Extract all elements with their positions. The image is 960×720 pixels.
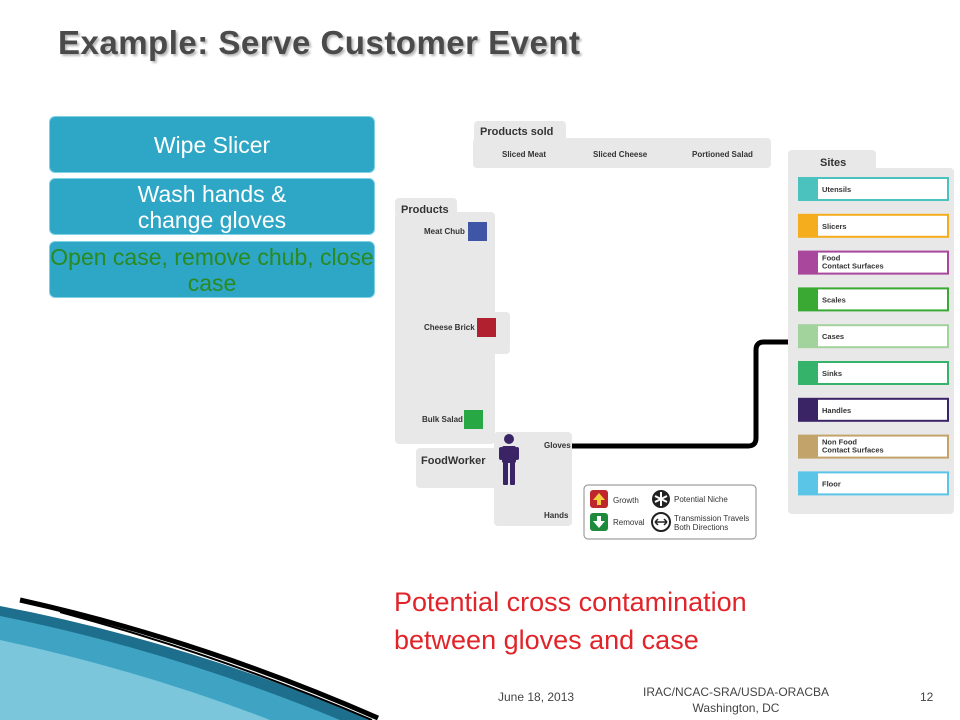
site-swatch: [799, 435, 818, 458]
product-label: Cheese Brick: [424, 323, 475, 332]
hands-label: Hands: [544, 511, 569, 520]
site-swatch: [799, 398, 818, 421]
site-swatch: [799, 178, 818, 200]
site-label: Floor: [822, 479, 841, 488]
legend-niche-label: Potential Niche: [674, 495, 728, 504]
step-wipe-slicer: Wipe Slicer: [49, 116, 375, 173]
site-item: Utensils: [798, 177, 949, 201]
slide-title: Example: Serve Customer Event: [58, 24, 581, 61]
sold-item-label: Sliced Cheese: [593, 150, 648, 159]
footer-date: June 18, 2013: [498, 690, 575, 704]
site-label: Sinks: [822, 369, 842, 378]
slide-number: 12: [920, 690, 934, 704]
caption: Potential cross contamination between gl…: [394, 583, 747, 659]
caption-line-2: between gloves and case: [394, 625, 699, 655]
site-label: Utensils: [822, 185, 851, 194]
foodworker-panel: FoodWorker Gloves Hands: [416, 432, 572, 526]
sold-item-label: Sliced Meat: [502, 150, 546, 159]
bulk-salad-swatch: [464, 410, 483, 429]
site-swatch: [799, 214, 818, 237]
site-swatch: [799, 288, 818, 311]
step-open-case: Open case, remove chub, close case: [49, 241, 375, 298]
site-item: Scales: [798, 287, 949, 312]
site-label: Handles: [822, 406, 851, 415]
products-panel: Products Meat Chub Cheese Brick Bulk Sal…: [395, 198, 510, 444]
site-item: Cases: [798, 324, 949, 349]
site-swatch: [799, 472, 818, 495]
sold-item-label: Portioned Salad: [692, 150, 753, 159]
site-label: Scales: [822, 295, 846, 304]
product-label: Meat Chub: [424, 227, 465, 236]
site-item: Sinks: [798, 361, 949, 385]
site-item: Floor: [798, 471, 949, 496]
legend-growth-label: Growth: [613, 496, 639, 505]
legend-removal-label: Removal: [613, 518, 645, 527]
potential-niche-icon: [652, 490, 670, 508]
site-label: Slicers: [822, 222, 847, 231]
products-sold-title: Products sold: [480, 126, 553, 138]
step-label: Wash hands & change gloves: [137, 180, 287, 233]
meat-chub-swatch: [468, 222, 487, 241]
cheese-brick-swatch: [477, 318, 496, 337]
site-item: Slicers: [798, 213, 949, 238]
step-label: Open case, remove chub, close case: [50, 243, 374, 296]
footer-organization: IRAC/NCAC-SRA/USDA-ORACBA Washington, DC: [604, 684, 868, 716]
site-swatch: [799, 325, 818, 348]
decorative-swoosh: [0, 597, 380, 720]
footer-org-line-2: Washington, DC: [692, 701, 780, 715]
gloves-label: Gloves: [544, 441, 571, 450]
sites-title: Sites: [820, 157, 846, 169]
site-item: Handles: [798, 397, 949, 422]
gloves-to-cases-link: [572, 339, 800, 449]
foodworker-title: FoodWorker: [421, 455, 486, 467]
site-swatch: [799, 251, 818, 274]
foodworker-person-icon: [499, 434, 519, 485]
products-title: Products: [401, 204, 449, 216]
step-label: Wipe Slicer: [153, 131, 271, 158]
legend-transmission-label: Transmission Travels Both Directions: [674, 514, 752, 532]
transmission-icon: [651, 512, 671, 532]
step-wash-hands: Wash hands & change gloves: [49, 178, 375, 235]
caption-line-1: Potential cross contamination: [394, 587, 747, 617]
site-swatch: [799, 362, 818, 384]
legend: Growth Removal Potential Niche Transmiss…: [583, 484, 757, 540]
site-label: Cases: [822, 332, 844, 341]
product-label: Bulk Salad: [422, 415, 463, 424]
products-sold-panel: Products sold Sliced Meat Sliced Cheese …: [473, 121, 771, 168]
footer-org-line-1: IRAC/NCAC-SRA/USDA-ORACBA: [642, 685, 830, 699]
